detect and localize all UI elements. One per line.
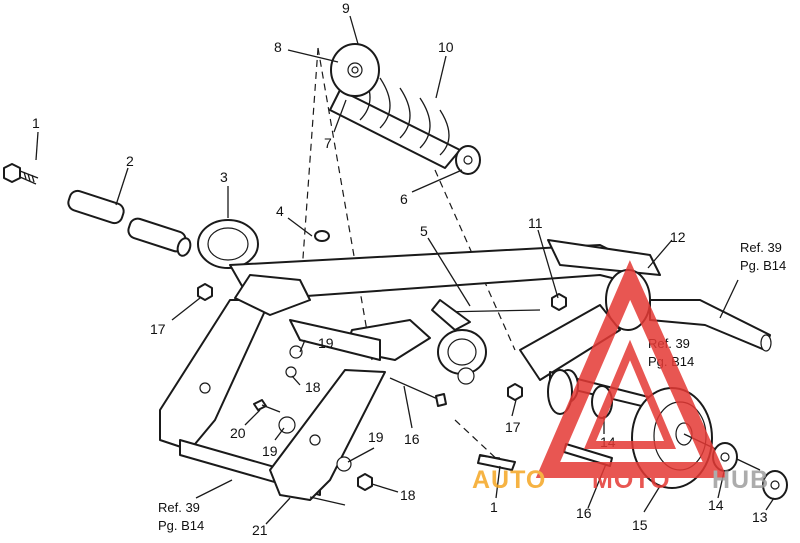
callout-17-a: 17 (150, 321, 166, 337)
part-small-fasteners (197, 230, 613, 491)
watermark-triangle (535, 260, 728, 478)
watermark-text-mid: MOTO (592, 466, 671, 494)
callout-17-b: 17 (505, 419, 521, 435)
callout-19-b: 19 (262, 443, 278, 459)
part-spacer-tubes (67, 189, 192, 257)
ref-note-bottom-left-line1: Ref. 39 (158, 500, 200, 515)
callout-1-b: 1 (490, 499, 498, 515)
callout-10: 10 (438, 39, 454, 55)
part-mounting-brackets (234, 274, 431, 361)
callout-11: 11 (528, 215, 543, 231)
callout-3: 3 (220, 169, 228, 185)
callout-19-a: 19 (318, 335, 334, 351)
ref-note-bottom-left-line2: Pg. B14 (158, 518, 204, 533)
callout-9: 9 (342, 0, 350, 16)
callout-5: 5 (420, 223, 428, 239)
leader-lines (35, 15, 775, 525)
ref-note-top-right-line2: Pg. B14 (740, 258, 786, 273)
callout-14-b: 14 (708, 497, 724, 513)
callout-7: 7 (324, 135, 332, 151)
watermark-text-left: AUTO (472, 466, 546, 494)
callout-13: 13 (752, 509, 768, 525)
watermark-logo: AUTO MOTO HUB (472, 260, 769, 494)
watermark-inner-triangle (583, 339, 677, 449)
ref-note-top-right-line1: Ref. 39 (740, 240, 782, 255)
callout-2: 2 (126, 153, 134, 169)
callout-18-a: 18 (305, 379, 321, 395)
part-left-side-plate (159, 299, 271, 451)
callout-12: 12 (670, 229, 686, 245)
callout-18-b: 18 (400, 487, 416, 503)
part-bushing-3 (197, 219, 259, 269)
part-center-bushing (437, 329, 487, 385)
part-shock-absorber (329, 43, 481, 175)
callout-labels: 1 2 3 4 5 6 7 8 9 10 11 12 13 14 14 14 1… (32, 0, 768, 538)
callout-20: 20 (230, 425, 246, 441)
callout-16-a: 16 (404, 431, 420, 447)
callout-1: 1 (32, 115, 40, 131)
part-lower-axle (179, 369, 386, 506)
callout-8: 8 (274, 39, 282, 55)
callout-21: 21 (252, 522, 268, 538)
callout-15: 15 (632, 517, 648, 533)
callout-6: 6 (400, 191, 408, 207)
callout-16-b: 16 (576, 505, 592, 521)
part-bolt-left (3, 163, 39, 185)
watermark-text-right: HUB (712, 466, 769, 494)
callout-19-c: 19 (368, 429, 384, 445)
callout-4: 4 (276, 203, 284, 219)
